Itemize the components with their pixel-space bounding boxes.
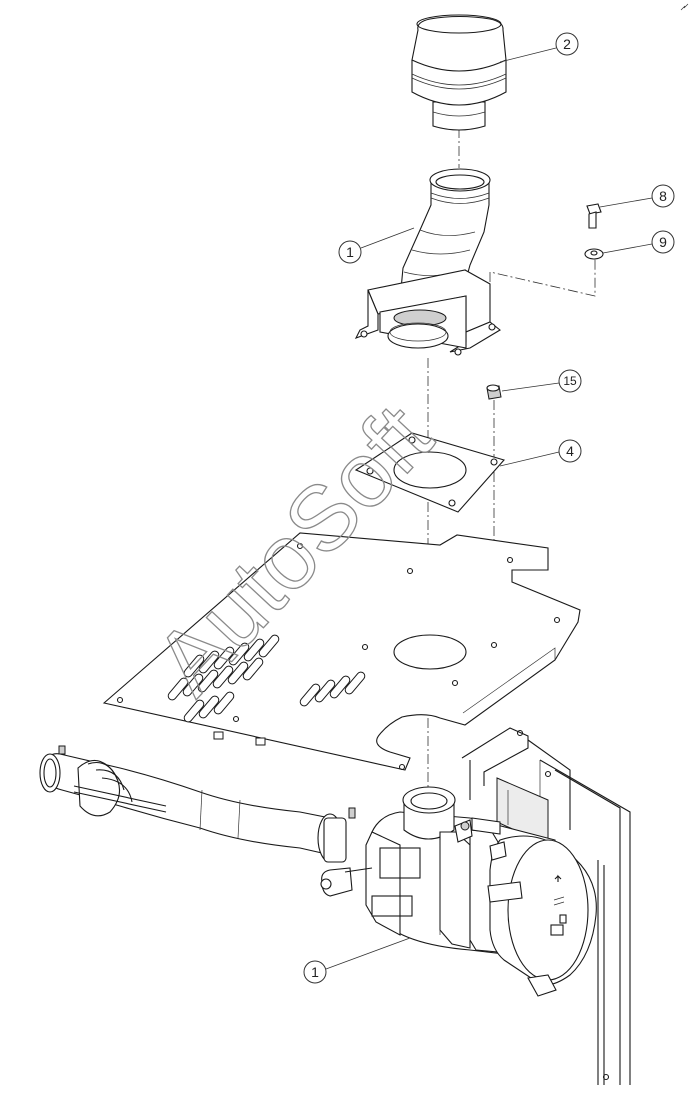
- callout-9-label: 9: [659, 234, 667, 250]
- intake-hose: [39, 745, 356, 863]
- air-filter-housing: [320, 786, 597, 997]
- callout-15: 15: [501, 369, 582, 393]
- frame-bracket: [461, 727, 631, 1085]
- mounting-plate: [354, 432, 505, 513]
- callout-9: 9: [602, 230, 675, 254]
- callout-4: 4: [499, 439, 582, 467]
- pre-cleaner-cap: [411, 14, 507, 131]
- callout-15-label: 15: [563, 374, 577, 388]
- callout-1-top: 1: [338, 227, 415, 264]
- callout-2-label: 2: [563, 36, 571, 52]
- callout-8-label: 8: [659, 188, 667, 204]
- callout-1-bottom-label: 1: [311, 964, 319, 980]
- corner-mark: [680, 3, 689, 11]
- callout-2: 2: [499, 32, 579, 63]
- bolt: [586, 203, 602, 229]
- nut: [486, 384, 502, 400]
- mounting-bracket: [354, 269, 501, 356]
- hood-panel: [102, 532, 581, 771]
- callout-8: 8: [599, 184, 675, 208]
- washer: [584, 248, 604, 260]
- callout-4-label: 4: [566, 443, 574, 459]
- hood-vent-slots: [167, 634, 366, 723]
- callout-1-bottom: 1: [303, 937, 411, 984]
- callout-1-top-label: 1: [346, 244, 354, 260]
